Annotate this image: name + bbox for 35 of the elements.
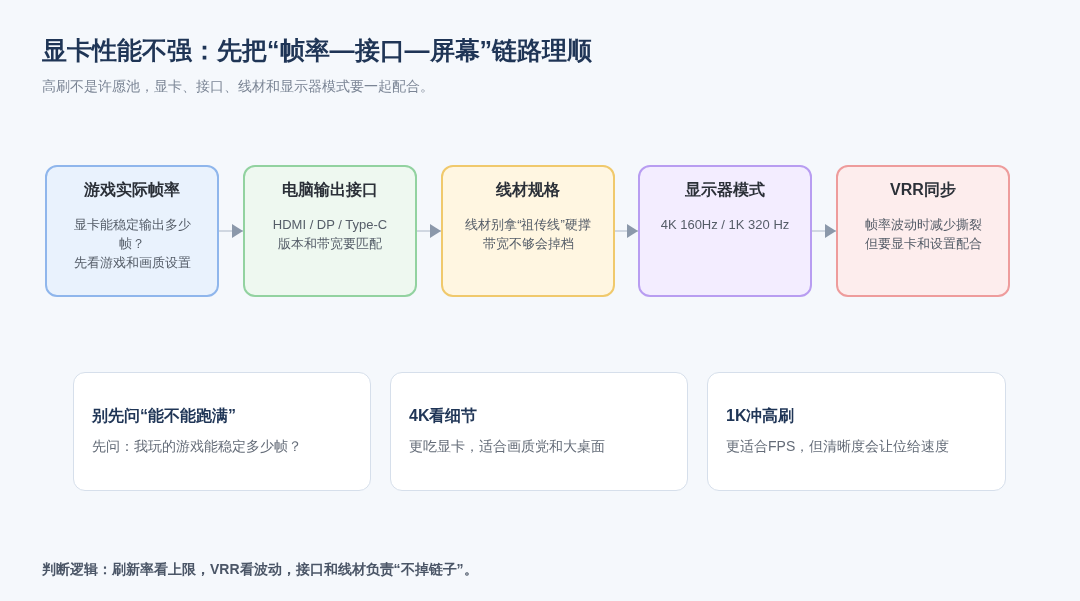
process-box: [441, 165, 615, 297]
box-text: 线材别拿“祖传线”硬撑: [465, 216, 591, 234]
process-box: [836, 165, 1010, 297]
card-title: 别先问“能不能跑满”: [92, 406, 237, 426]
box-text: 版本和带宽要匹配: [278, 235, 382, 253]
card-title: 4K看细节: [409, 406, 479, 426]
process-box: [45, 165, 219, 297]
box-text: 显卡能稳定输出多少帧？: [72, 216, 192, 253]
box-title: 线材规格: [496, 180, 560, 200]
card-text: 更吃显卡，适合画质党和大桌面: [409, 437, 606, 456]
card-text: 先问：我玩的游戏能稳定多少帧？: [92, 437, 303, 456]
arrow: [614, 224, 639, 238]
box-text: 帧率波动时减少撕裂: [864, 216, 982, 234]
card-text: 更适合FPS，但清晰度会让位给速度: [726, 437, 951, 456]
arrow: [416, 224, 442, 238]
page-subtitle: 高刷不是许愿池，显卡、接口、线材和显示器模式要一起配合。: [42, 77, 434, 96]
box-text: 带宽不够会掉档: [482, 235, 574, 253]
box-title: 游戏实际帧率: [84, 180, 180, 200]
info-card: [707, 372, 1006, 491]
box-text: 4K 160Hz / 1K 320 Hz: [660, 216, 790, 234]
arrow: [218, 224, 244, 238]
process-box: [638, 165, 812, 297]
box-title: 电脑输出接口: [282, 180, 378, 200]
info-card: [73, 372, 371, 491]
info-card: [390, 372, 688, 491]
box-text: HDMI / DP / Type-C: [272, 216, 388, 234]
page-title: 显卡性能不强：先把“帧率—接口—屏幕”链路理顺: [42, 35, 592, 66]
card-title: 1K冲高刷: [726, 406, 796, 426]
arrow: [811, 224, 837, 238]
box-title: VRR同步: [890, 180, 956, 200]
process-box: [243, 165, 417, 297]
box-text: 先看游戏和画质设置: [73, 254, 191, 272]
box-text: 但要显卡和设置配合: [864, 235, 982, 253]
box-title: 显示器模式: [685, 180, 765, 200]
footer-note: 判断逻辑：刷新率看上限，VRR看波动，接口和线材负责“不掉链子”。: [42, 560, 478, 579]
